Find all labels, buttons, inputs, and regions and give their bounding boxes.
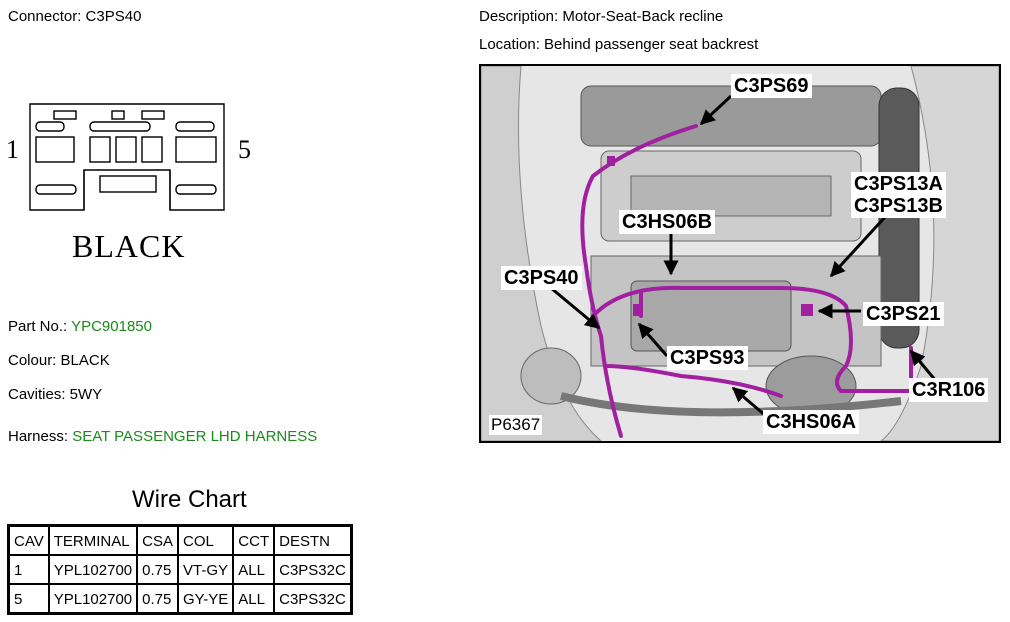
cell-cct: ALL	[232, 554, 276, 585]
part-number: Part No.: YPC901850	[8, 318, 152, 335]
callout-c3hs06b: C3HS06B	[619, 210, 716, 234]
callout-c3ps69: C3PS69	[731, 74, 812, 98]
cell-destn: C3PS32C	[273, 583, 353, 615]
callout-c3ps13a: C3PS13A	[851, 172, 946, 196]
wire-chart-title: Wire Chart	[132, 486, 247, 513]
cell-col: GY-YE	[176, 583, 235, 615]
description-field: Description: Motor-Seat-Back recline	[479, 8, 724, 25]
wire-chart-table: CAV TERMINAL CSA COL CCT DESTN 1 YPL1027…	[7, 524, 353, 615]
location-illustration: C3PS69 C3PS13A C3PS13B C3HS06B C3PS40 C3…	[479, 64, 1001, 443]
callout-arrows	[550, 94, 938, 418]
part-number-value: YPC901850	[71, 318, 152, 335]
cavity-1	[35, 136, 75, 163]
cavity-4	[141, 136, 163, 163]
cavity-3	[115, 136, 137, 163]
callout-c3hs06a: C3HS06A	[763, 410, 860, 434]
cell-col: VT-GY	[176, 554, 235, 585]
table-row: 5 YPL102700 0.75 GY-YE ALL C3PS32C	[7, 583, 353, 615]
cell-destn: C3PS32C	[273, 554, 353, 585]
cell-cct: ALL	[232, 583, 276, 615]
cell-terminal: YPL102700	[47, 583, 139, 615]
callout-c3ps40: C3PS40	[501, 266, 582, 290]
seat-frame-illustration	[481, 66, 999, 441]
table-header-row: CAV TERMINAL CSA COL CCT DESTN	[7, 524, 353, 556]
header-col: COL	[176, 524, 235, 556]
harness-value: SEAT PASSENGER LHD HARNESS	[72, 428, 318, 445]
part-number-label: Part No.:	[8, 318, 68, 335]
header-cct: CCT	[232, 524, 276, 556]
cell-cav: 5	[7, 583, 50, 615]
header-destn: DESTN	[273, 524, 353, 556]
pin-label-left: 1	[6, 135, 19, 164]
cell-cav: 1	[7, 554, 50, 585]
header-terminal: TERMINAL	[47, 524, 139, 556]
connector-face-drawing	[29, 103, 225, 211]
pin-label-right: 5	[238, 135, 251, 164]
connector-color-label: BLACK	[72, 228, 186, 264]
cell-terminal: YPL102700	[47, 554, 139, 585]
callout-c3ps21: C3PS21	[863, 302, 944, 326]
cavity-2	[89, 136, 111, 163]
harness-label: Harness:	[8, 428, 69, 445]
figure-id: P6367	[489, 415, 543, 435]
colour-field: Colour: BLACK	[8, 352, 110, 369]
harness-field: Harness: SEAT PASSENGER LHD HARNESS	[8, 428, 317, 445]
header-cav: CAV	[7, 524, 50, 556]
cavities-field: Cavities: 5WY	[8, 386, 103, 403]
callout-c3r106: C3R106	[909, 378, 989, 402]
cell-csa: 0.75	[136, 554, 179, 585]
callout-c3ps13b: C3PS13B	[851, 194, 946, 218]
wiring-harness	[580, 124, 913, 438]
cell-csa: 0.75	[136, 583, 179, 615]
location-field: Location: Behind passenger seat backrest	[479, 36, 759, 53]
connector-label: Connector: C3PS40	[8, 8, 142, 25]
table-row: 1 YPL102700 0.75 VT-GY ALL C3PS32C	[7, 554, 353, 585]
header-csa: CSA	[136, 524, 179, 556]
callout-c3ps93: C3PS93	[667, 346, 748, 370]
cavity-5	[175, 136, 217, 163]
